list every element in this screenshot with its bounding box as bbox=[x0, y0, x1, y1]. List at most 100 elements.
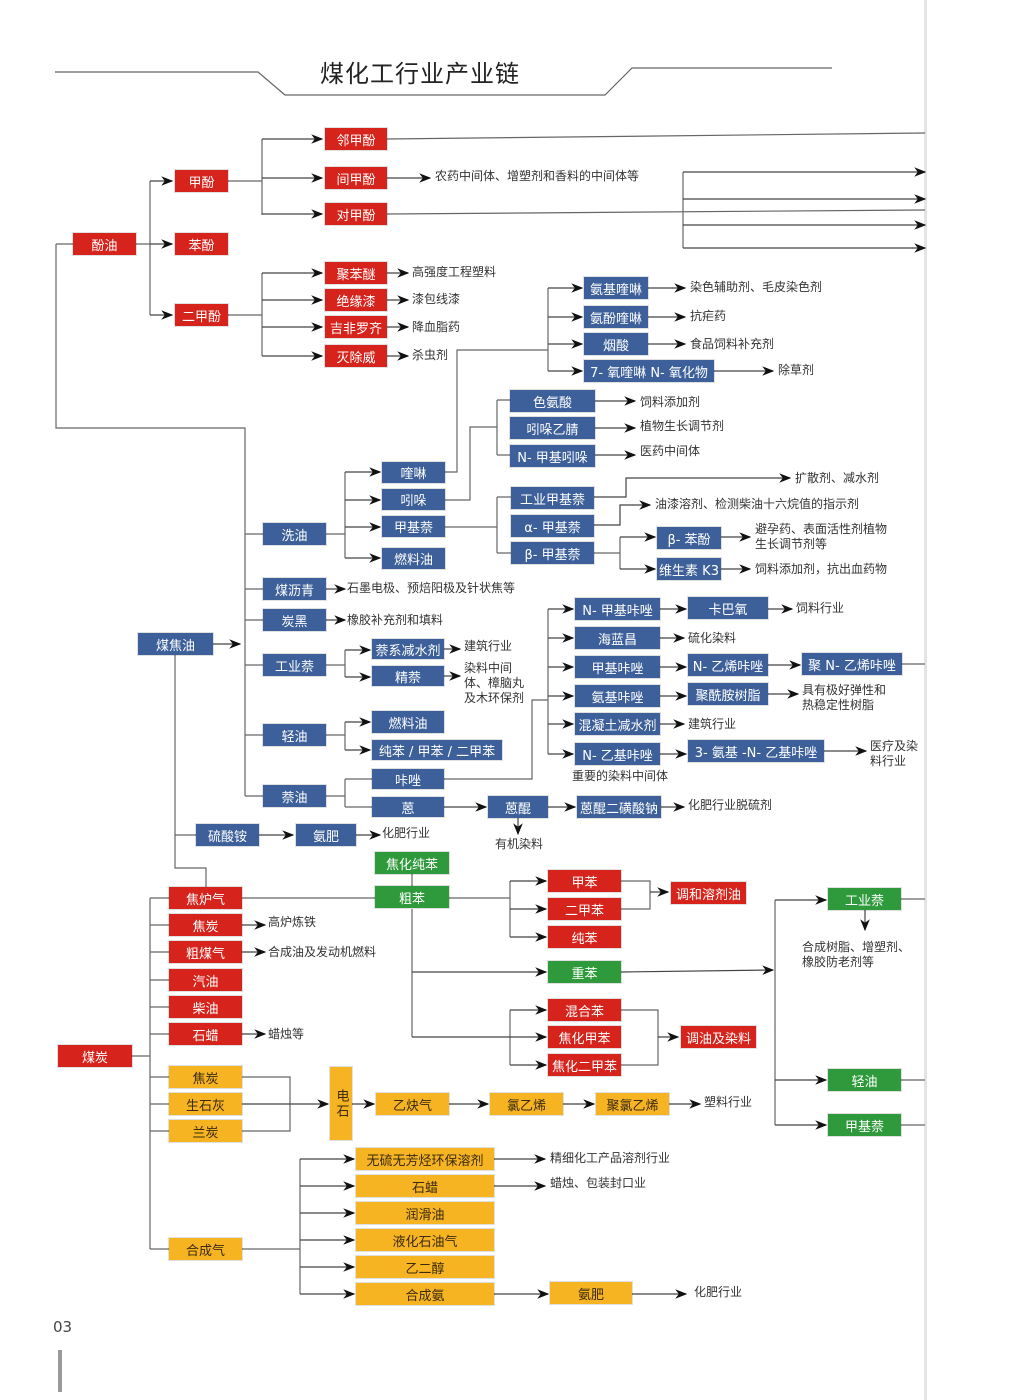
product-node: 燃料油 bbox=[372, 711, 444, 733]
connector-line bbox=[621, 880, 651, 910]
product-node: 纯苯 / 甲苯 / 二甲苯 bbox=[372, 740, 502, 760]
product-node: 甲酚 bbox=[175, 170, 228, 192]
product-node: 混凝土减水剂 bbox=[575, 713, 660, 735]
product-node: 乙炔气 bbox=[376, 1093, 449, 1115]
product-node: 纯苯 bbox=[548, 926, 621, 948]
application-note: 染色辅助剂、毛皮染色剂 bbox=[690, 280, 823, 294]
page-marker-bar bbox=[58, 1350, 62, 1392]
product-node: 7- 氧喹啉 N- 氧化物 bbox=[584, 360, 714, 382]
application-note: 避孕药、表面活性剂植物 生长调节剂等 bbox=[755, 522, 888, 551]
application-note: 重要的染料中间体 bbox=[572, 769, 669, 783]
application-note: 饲料添加剂 bbox=[640, 395, 701, 409]
product-node: 液化石油气 bbox=[356, 1229, 494, 1251]
product-node: 维生素 K3 bbox=[657, 558, 721, 580]
product-node: 间甲酚 bbox=[325, 167, 387, 189]
product-node: 粗煤气 bbox=[169, 941, 242, 963]
connector-line bbox=[449, 881, 511, 937]
application-note: 油漆溶剂、检测柴油十六烷值的指示剂 bbox=[655, 497, 860, 511]
product-node: 石蜡 bbox=[169, 1023, 242, 1045]
product-node: 灭除威 bbox=[325, 345, 387, 367]
connector-line bbox=[386, 132, 926, 140]
product-node: 苯酚 bbox=[175, 233, 228, 255]
connector-line bbox=[150, 897, 169, 1250]
product-node: 乙二醇 bbox=[356, 1256, 494, 1278]
product-node: 石蜡 bbox=[356, 1175, 494, 1197]
product-node: N- 甲基吲哚 bbox=[510, 445, 595, 467]
product-node: 绝缘漆 bbox=[325, 289, 387, 311]
product-node: 焦炭 bbox=[169, 914, 242, 936]
connector-line bbox=[326, 472, 346, 558]
product-node: 吉非罗齐 bbox=[325, 316, 387, 338]
application-note: 硫化染料 bbox=[688, 631, 737, 645]
product-node: 甲基萘 bbox=[382, 516, 445, 537]
product-node: 润滑油 bbox=[356, 1202, 494, 1224]
product-node: 色氨酸 bbox=[510, 390, 595, 412]
product-node: 氨酚喹啉 bbox=[584, 306, 648, 328]
product-node: 调和溶剂油 bbox=[671, 882, 746, 904]
product-node: 萘油 bbox=[263, 785, 326, 807]
product-node: 甲苯 bbox=[548, 870, 621, 892]
connector-line bbox=[245, 533, 263, 797]
product-node: 合成气 bbox=[169, 1238, 242, 1260]
product-node: 氨基咔唑 bbox=[575, 685, 660, 707]
product-node: 萘系减水剂 bbox=[372, 639, 444, 659]
connector-line bbox=[132, 898, 151, 1249]
application-note: 除草剂 bbox=[778, 363, 815, 377]
arrow-connector bbox=[620, 965, 775, 975]
connector-line bbox=[55, 67, 832, 96]
connector-line bbox=[228, 139, 263, 215]
product-node: 煤焦油 bbox=[138, 633, 213, 655]
page-title: 煤化工行业产业链 bbox=[320, 60, 520, 88]
connector-line bbox=[55, 243, 246, 796]
product-node: 蒽醌二磺酸钠 bbox=[577, 796, 661, 818]
product-node: β- 苯酚 bbox=[657, 527, 721, 549]
application-note: 橡胶补充剂和填料 bbox=[347, 613, 444, 627]
application-note: 蜡烛、包装封口业 bbox=[550, 1176, 647, 1190]
application-note: 化肥行业 bbox=[694, 1285, 743, 1299]
product-node: 邻甲酚 bbox=[325, 128, 387, 150]
application-note: 降血脂药 bbox=[412, 320, 461, 334]
product-node: 烟酸 bbox=[584, 333, 648, 355]
application-note: 具有极好弹性和 热稳定性树脂 bbox=[802, 683, 887, 712]
product-node: β- 甲基萘 bbox=[511, 542, 594, 564]
product-node: 吲哚乙腈 bbox=[510, 417, 595, 439]
application-note: 精细化工产品溶剂行业 bbox=[550, 1151, 671, 1165]
connector-line bbox=[445, 399, 510, 501]
application-note: 高强度工程塑料 bbox=[412, 265, 497, 279]
application-note: 高炉炼铁 bbox=[268, 915, 317, 929]
product-node: 吲哚 bbox=[382, 489, 445, 510]
product-node: 蒽 bbox=[372, 797, 444, 817]
product-node: 二甲酚 bbox=[175, 304, 228, 326]
application-note: 抗疟药 bbox=[690, 309, 727, 323]
connector-line bbox=[386, 209, 926, 215]
page-number: 03 bbox=[53, 1318, 73, 1336]
product-node: 煤炭 bbox=[58, 1045, 132, 1067]
connector-line bbox=[621, 1009, 659, 1066]
product-node: 轻油 bbox=[263, 724, 326, 746]
product-node: 蒽醌 bbox=[488, 796, 548, 818]
application-note: 有机染料 bbox=[495, 837, 544, 851]
application-note: 饲料行业 bbox=[796, 601, 845, 615]
product-node: α- 甲基萘 bbox=[511, 515, 594, 537]
connector-line bbox=[228, 273, 263, 356]
application-note: 医疗及染 料行业 bbox=[870, 739, 919, 768]
application-note: 合成油及发动机燃料 bbox=[268, 945, 377, 959]
application-note: 化肥行业脱硫剂 bbox=[688, 798, 773, 812]
product-node: 氨肥 bbox=[296, 824, 356, 846]
product-node: 焦炭 bbox=[169, 1066, 242, 1088]
connector-line bbox=[326, 778, 372, 808]
connector-line bbox=[326, 722, 346, 750]
application-note: 建筑行业 bbox=[688, 717, 737, 731]
product-node: 无硫无芳烃环保溶剂 bbox=[356, 1148, 494, 1170]
product-node: 甲基萘 bbox=[828, 1114, 901, 1136]
product-node: N- 甲基咔唑 bbox=[575, 598, 660, 620]
product-node: 炭黑 bbox=[263, 609, 326, 631]
application-note: 染料中间 体、樟脑丸 及木环保剂 bbox=[464, 661, 525, 705]
product-node: 焦炉气 bbox=[169, 887, 242, 909]
product-node: 聚 N- 乙烯咔唑 bbox=[802, 653, 902, 675]
connector-line bbox=[901, 898, 925, 1126]
arrow-connector bbox=[594, 473, 792, 498]
product-node: 重苯 bbox=[548, 961, 621, 983]
arrow-connector bbox=[594, 500, 652, 526]
